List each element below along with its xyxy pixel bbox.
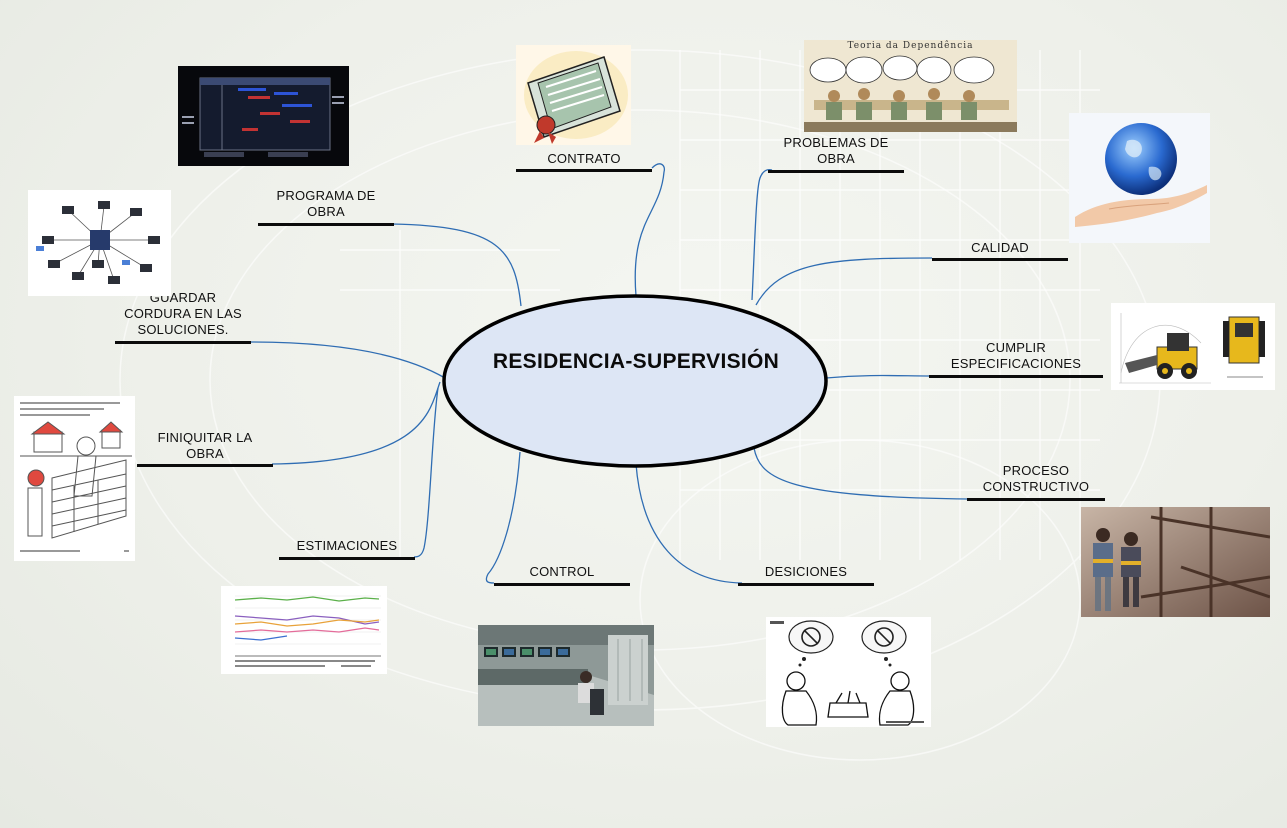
topic-cumplir-line1: CUMPLIR (986, 340, 1046, 355)
contract-image (516, 45, 631, 145)
topic-finiquitar-line2: OBRA (186, 446, 224, 461)
control-room-scene (478, 625, 654, 726)
topic-estimaciones[interactable]: ESTIMACIONES (279, 538, 415, 560)
central-topic-label: RESIDENCIA-SUPERVISIÓN (492, 350, 780, 373)
voting-cartoon-drawing (766, 617, 931, 727)
connector-desiciones (635, 463, 743, 584)
topic-cumplir-line2: ESPECIFICACIONES (950, 356, 1082, 371)
topic-guardar-cordura[interactable]: GUARDAR CORDURA EN LAS SOLUCIONES. (115, 290, 251, 344)
topic-desiciones-label: DESICIONES (764, 564, 848, 579)
topic-cumplir-especificaciones[interactable]: CUMPLIR ESPECIFICACIONES (929, 340, 1103, 378)
topic-desiciones-underline (738, 583, 874, 586)
decisions-cartoon (766, 617, 931, 727)
topic-estimaciones-underline (279, 557, 415, 560)
cartoon-illustration (804, 55, 1017, 132)
estimates-chart-image (221, 586, 387, 674)
gantt-schedule-icon (178, 66, 349, 166)
dependency-theory-cartoon: Teoria da Dependência (804, 40, 1017, 132)
topic-finiquitar-la-obra[interactable]: FINIQUITAR LA OBRA (137, 430, 273, 467)
connector-estimaciones (413, 387, 439, 558)
connector-contrato (634, 163, 666, 297)
topic-contrato-underline (516, 169, 652, 172)
topic-estimaciones-label: ESTIMACIONES (296, 538, 398, 553)
connector-programa (391, 223, 522, 307)
control-room-photo (478, 625, 654, 726)
topic-desiciones[interactable]: DESICIONES (738, 564, 874, 586)
connector-calidad (755, 257, 933, 306)
topic-problemas-underline (768, 170, 904, 173)
topic-control-underline (494, 583, 630, 586)
topic-cumplir-underline (929, 375, 1103, 378)
topic-guardar-line3: SOLUCIONES. (137, 322, 229, 337)
topic-proceso-constructivo[interactable]: PROCESO CONSTRUCTIVO (967, 463, 1105, 501)
connector-guardar (249, 341, 446, 379)
cartoon-title: Teoria da Dependência (847, 41, 974, 51)
construction-process-photo (1081, 507, 1270, 617)
topic-control[interactable]: CONTROL (494, 564, 630, 586)
topic-finiquitar-line1: FINIQUITAR LA (157, 430, 253, 445)
topic-problemas-de-obra[interactable]: PROBLEMAS DE OBRA (768, 135, 904, 173)
central-node[interactable] (440, 292, 830, 470)
contract-document-icon (516, 45, 631, 145)
topic-problemas-line1: PROBLEMAS DE (783, 135, 889, 150)
connector-control (485, 451, 521, 584)
estimates-line-chart-thumbnail (221, 586, 387, 674)
topic-programa-line1: PROGRAMA DE (276, 188, 376, 203)
bricklayer-drawing-icon (14, 396, 135, 561)
topic-guardar-underline (115, 341, 251, 344)
topic-proceso-line2: CONSTRUCTIVO (982, 479, 1090, 494)
topic-contrato[interactable]: CONTRATO (516, 151, 652, 172)
topic-programa-de-obra[interactable]: PROGRAMA DE OBRA (258, 188, 394, 226)
topic-finiquitar-underline (137, 464, 273, 467)
network-diagram-image (28, 190, 171, 296)
topic-calidad-label: CALIDAD (971, 240, 1029, 255)
skid-steer-spec-image (1111, 303, 1275, 390)
schedule-screen-image (178, 66, 349, 166)
topic-calidad[interactable]: CALIDAD (932, 240, 1068, 261)
topic-control-label: CONTROL (529, 564, 595, 579)
workers-site-photo (1081, 507, 1270, 617)
connector-finiquitar (271, 381, 441, 465)
topic-guardar-line2: CORDURA EN LAS (124, 306, 242, 321)
topic-problemas-line2: OBRA (817, 151, 855, 166)
topic-contrato-label: CONTRATO (547, 151, 621, 166)
topic-programa-line2: OBRA (307, 204, 345, 219)
topic-calidad-underline (932, 258, 1068, 261)
topic-programa-underline (258, 223, 394, 226)
connector-problemas (751, 169, 773, 301)
connector-cumplir (825, 374, 931, 379)
globe-in-hand-icon (1075, 123, 1207, 227)
network-nodes-icon (28, 190, 171, 296)
topic-proceso-line1: PROCESO (1002, 463, 1070, 478)
topic-proceso-underline (967, 498, 1105, 501)
quality-globe-image (1069, 113, 1210, 243)
connector-proceso (753, 447, 969, 500)
finish-work-illustration (14, 396, 135, 561)
loader-drawing-icon (1111, 303, 1275, 390)
